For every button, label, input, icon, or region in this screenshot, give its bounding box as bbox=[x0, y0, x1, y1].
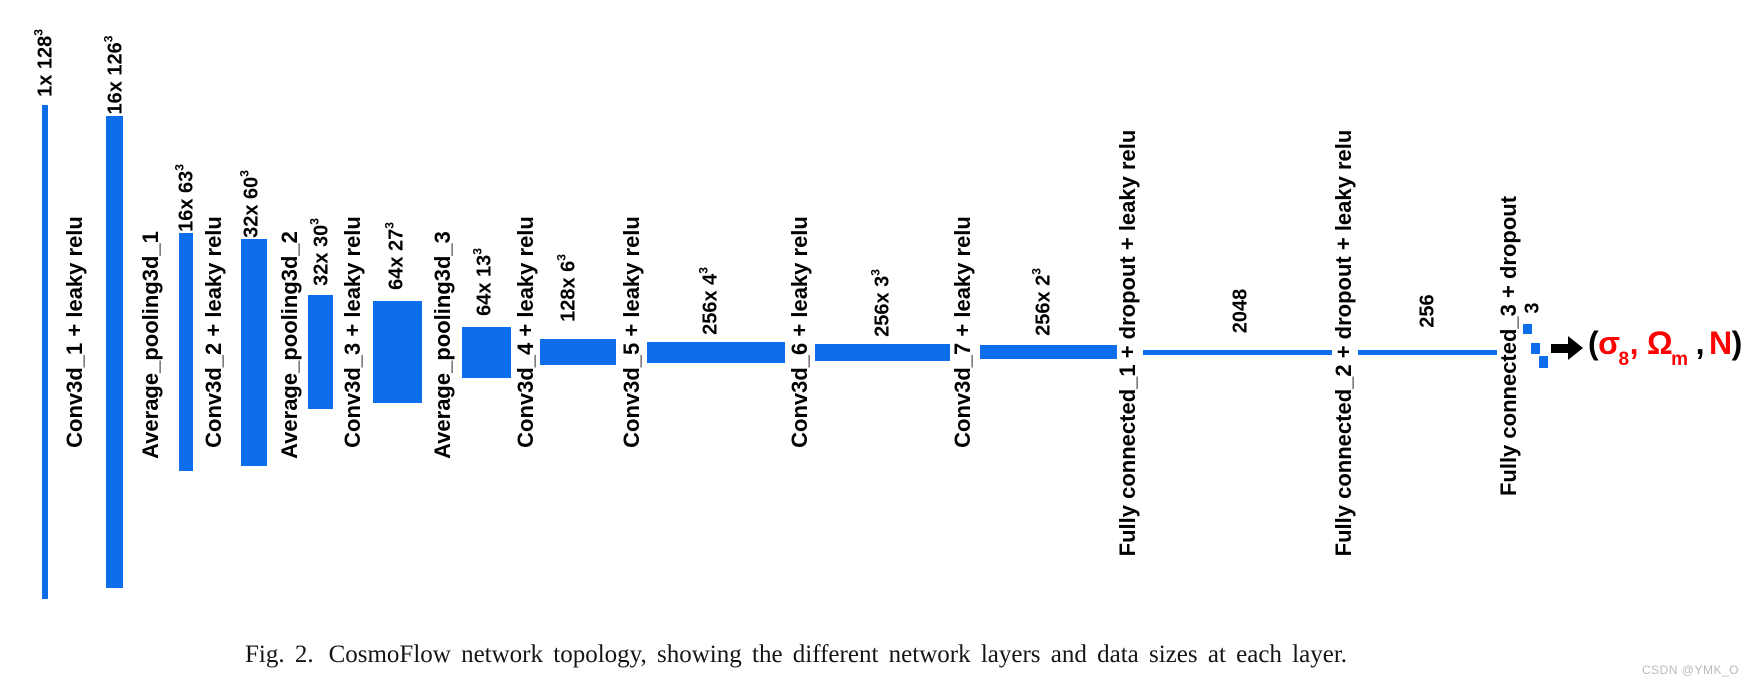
output-arrow-icon bbox=[1551, 336, 1583, 360]
figure-caption-text: CosmoFlow network topology, showing the … bbox=[328, 641, 1348, 668]
data-size-label: 16x 633 bbox=[172, 164, 198, 232]
data-size-bar bbox=[462, 326, 511, 378]
layer-name-label: Conv3d_4 + leaky relu bbox=[513, 216, 538, 448]
data-size-label: 3 bbox=[1521, 301, 1544, 314]
data-size-bar bbox=[647, 341, 785, 363]
layer-name-label: Average_pooling3d_1 bbox=[138, 231, 163, 459]
data-size-bar bbox=[373, 301, 422, 403]
comma-2: , bbox=[1695, 324, 1705, 361]
data-size-label: 32x 303 bbox=[307, 218, 332, 286]
layer-name-label: Fully connected_2 + dropout + leaky relu bbox=[1331, 129, 1356, 557]
data-size-bar bbox=[241, 238, 267, 466]
omega-subscript: m bbox=[1671, 349, 1688, 371]
data-size-label: 128x 63 bbox=[554, 254, 580, 322]
layer-name-label: Average_pooling3d_3 bbox=[430, 231, 455, 459]
data-size-bar bbox=[308, 295, 333, 409]
data-size-label: 32x 603 bbox=[237, 169, 263, 238]
paren-open: ( bbox=[1588, 324, 1599, 361]
data-size-bar bbox=[815, 343, 950, 361]
layer-name-label: Average_pooling3d_2 bbox=[277, 231, 302, 459]
data-size-label: 64x 273 bbox=[382, 222, 408, 290]
arrow-shaft bbox=[1551, 343, 1569, 353]
fully-connected-line bbox=[1358, 349, 1497, 355]
data-size-label: 256x 43 bbox=[696, 266, 722, 335]
output-tuple: (σ8,Ωm,N) bbox=[1588, 324, 1743, 371]
sigma-subscript: 8 bbox=[1618, 349, 1630, 371]
figure-caption: Fig. 2. CosmoFlow network topology, showi… bbox=[171, 641, 1421, 669]
output-neuron-dash bbox=[1523, 324, 1532, 334]
arrow-head bbox=[1568, 336, 1583, 360]
figure-number: Fig. 2. bbox=[244, 641, 314, 668]
data-size-label: 256 bbox=[1416, 294, 1439, 328]
layer-name-label: Conv3d_3 + leaky relu bbox=[340, 216, 365, 448]
layer-name-label: Conv3d_6 + leaky relu bbox=[787, 216, 812, 448]
data-size-bar bbox=[540, 339, 616, 365]
data-size-bar bbox=[179, 233, 193, 471]
comma-1: , bbox=[1629, 324, 1639, 361]
data-size-label: 64x 133 bbox=[470, 247, 496, 316]
watermark: CSDN @YMK_O bbox=[1641, 663, 1739, 677]
omega-symbol: Ω bbox=[1647, 324, 1673, 361]
output-neuron-dash bbox=[1539, 356, 1548, 368]
layer-name-label: Conv3d_2 + leaky relu bbox=[201, 216, 226, 448]
sigma-symbol: σ bbox=[1598, 324, 1620, 361]
data-size-label: 256x 33 bbox=[868, 268, 894, 337]
output-neuron-dash bbox=[1531, 343, 1540, 354]
data-size-bar bbox=[106, 116, 123, 588]
fully-connected-line bbox=[1143, 349, 1332, 355]
n-symbol: N bbox=[1708, 324, 1732, 361]
layer-name-label: Fully connected_3 + dropout bbox=[1496, 195, 1521, 497]
paren-close: ) bbox=[1731, 324, 1743, 361]
layer-name-label: Conv3d_7 + leaky relu bbox=[950, 216, 975, 448]
data-size-label: 2048 bbox=[1229, 288, 1252, 334]
data-size-bar bbox=[42, 105, 48, 599]
layer-name-label: Fully connected_1 + dropout + leaky relu bbox=[1115, 129, 1140, 557]
data-size-label: 16x 1263 bbox=[101, 35, 126, 114]
data-size-label: 1x 1283 bbox=[31, 29, 57, 97]
data-size-label: 256x 23 bbox=[1029, 268, 1055, 336]
data-size-bar bbox=[980, 345, 1117, 359]
layer-name-label: Conv3d_5 + leaky relu bbox=[619, 216, 644, 448]
layer-name-label: Conv3d_1 + leaky relu bbox=[62, 216, 87, 448]
